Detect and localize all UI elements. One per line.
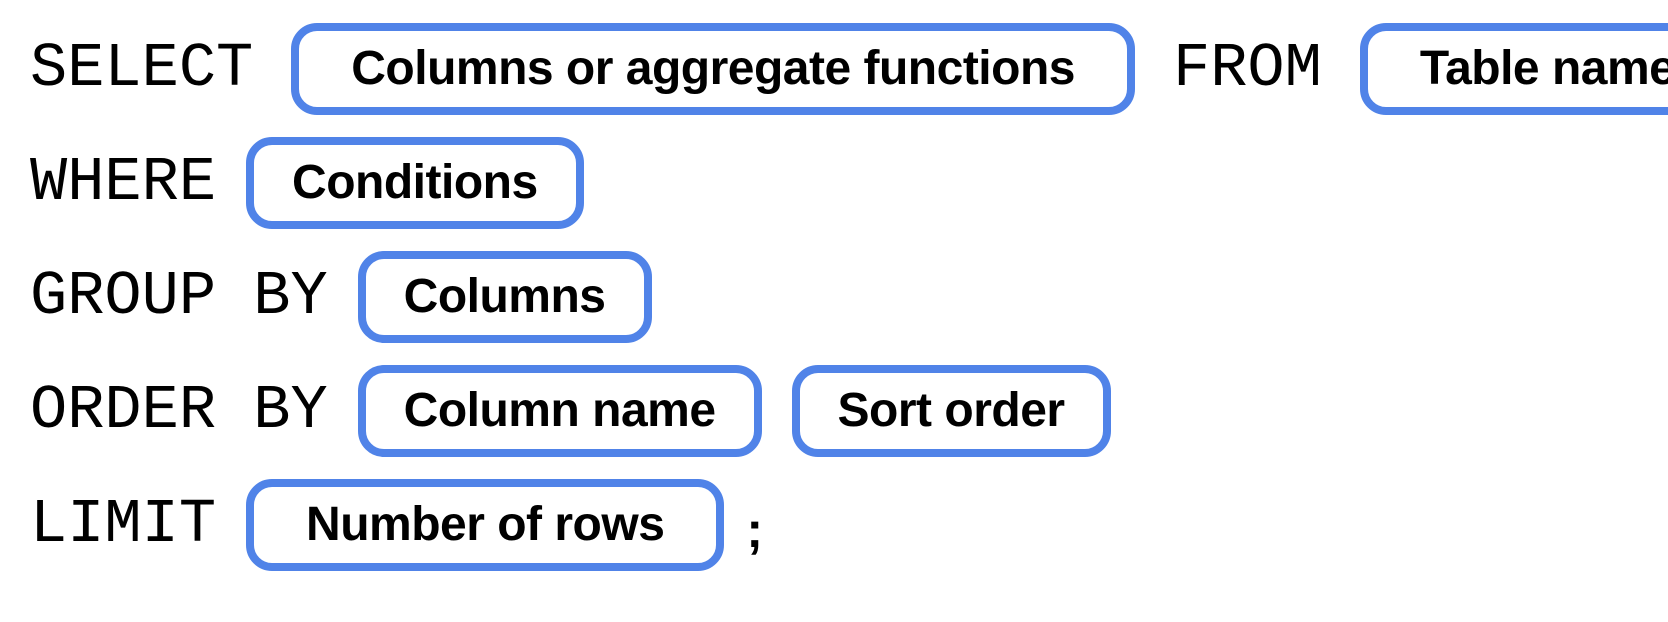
- placeholder-columns: Columns: [357, 251, 652, 343]
- placeholder-column-name: Column name: [357, 365, 762, 457]
- statement-terminator: ;: [746, 502, 764, 558]
- placeholder-number-of-rows: Number of rows: [246, 479, 725, 571]
- sql-line-limit: LIMIT Number of rows ;: [30, 479, 1668, 571]
- placeholder-columns-or-aggregate-functions: Columns or aggregate functions: [291, 23, 1135, 115]
- placeholder-sort-order: Sort order: [791, 365, 1111, 457]
- keyword-order-by: ORDER BY: [30, 375, 328, 446]
- sql-line-select: SELECT Columns or aggregate functions FR…: [30, 23, 1668, 115]
- sql-line-order-by: ORDER BY Column name Sort order: [30, 365, 1668, 457]
- keyword-group-by: GROUP BY: [30, 261, 328, 332]
- keyword-from: FROM: [1172, 33, 1322, 104]
- keyword-where: WHERE: [30, 147, 217, 218]
- sql-line-group-by: GROUP BY Columns: [30, 251, 1668, 343]
- placeholder-table-name: Table name: [1359, 23, 1668, 115]
- placeholder-conditions: Conditions: [246, 137, 584, 229]
- keyword-limit: LIMIT: [30, 489, 217, 560]
- sql-line-where: WHERE Conditions: [30, 137, 1668, 229]
- keyword-select: SELECT: [30, 33, 254, 104]
